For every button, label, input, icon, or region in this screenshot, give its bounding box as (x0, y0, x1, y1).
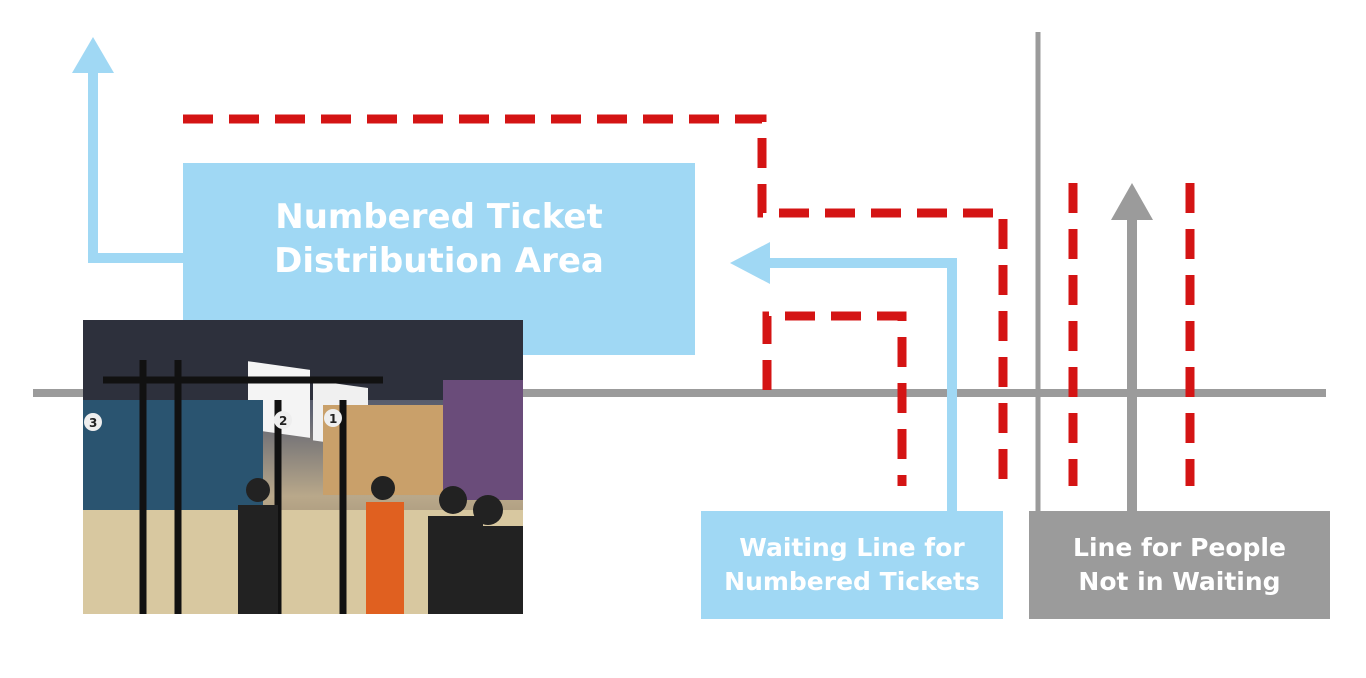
not-waiting-label-2: Not in Waiting (1078, 567, 1281, 596)
barrier-outer (183, 114, 1008, 486)
venue-photo: 3 2 1 (83, 320, 523, 614)
waiting-line-label-2: Numbered Tickets (724, 567, 980, 596)
not-waiting-line-box: Line for People Not in Waiting (1029, 511, 1330, 619)
arrow-up-icon (72, 37, 114, 73)
not-waiting-label-1: Line for People (1073, 533, 1286, 562)
waiting-line-arrow (768, 258, 957, 511)
waiting-line-label-1: Waiting Line for (739, 533, 965, 562)
distribution-area-label-2: Distribution Area (274, 241, 604, 281)
booth-number: 1 (329, 412, 337, 426)
arrow-left-icon (730, 242, 770, 284)
booth-number: 2 (279, 414, 287, 428)
waiting-line-box: Waiting Line for Numbered Tickets (701, 511, 1003, 619)
booth-number: 3 (89, 416, 97, 430)
barrier-inner (762, 311, 907, 486)
arrow-up-icon (1111, 183, 1153, 220)
venue-photo-illustration: 3 2 1 (83, 320, 523, 614)
distribution-area-label-1: Numbered Ticket (275, 197, 603, 237)
exit-arrow-line (88, 70, 183, 263)
